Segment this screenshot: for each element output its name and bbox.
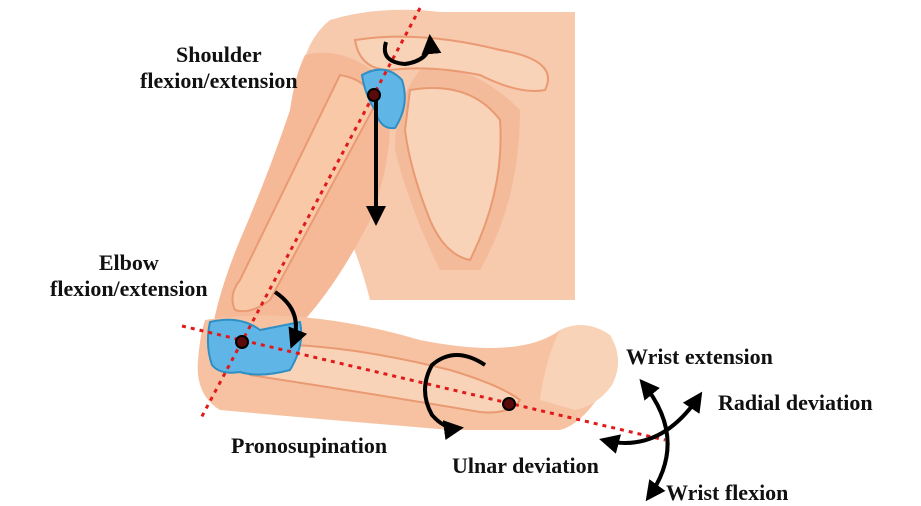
upper-arm [210,53,390,345]
shoulder-label: Shoulder flexion/extension [140,42,298,94]
ulnar-deviation-label: Ulnar deviation [452,453,599,479]
elbow-label-line1: Elbow [50,250,208,276]
wrist-extension-label: Wrist extension [626,344,773,370]
shoulder-label-line1: Shoulder [140,42,298,68]
pronosupination-label: Pronosupination [231,433,387,459]
radial-deviation-label: Radial deviation [718,390,873,416]
shoulder-joint-marker [368,89,380,101]
elbow-label: Elbow flexion/extension [50,250,208,302]
wrist-joint-marker [503,398,515,410]
elbow-ligament [208,320,301,375]
wrist-flexion-label: Wrist flexion [666,480,788,506]
elbow-label-line2: flexion/extension [50,276,208,302]
elbow-joint-marker [236,336,248,348]
radial-ulnar-deviation-arrow [603,395,700,443]
shoulder-label-line2: flexion/extension [140,68,298,94]
